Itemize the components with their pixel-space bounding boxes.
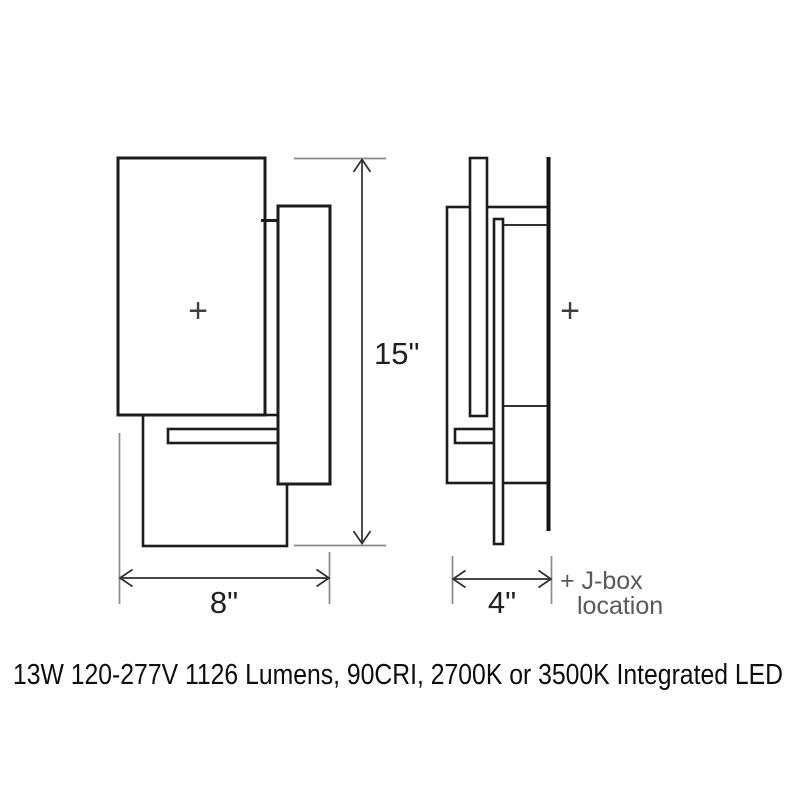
side-view: +: [445, 156, 580, 546]
arrow-left-icon: [118, 568, 133, 588]
arrow-right-icon: [538, 569, 553, 589]
side-accent-bar: [453, 427, 498, 445]
front-view: +: [116, 156, 332, 548]
spec-text: 13W 120-277V 1126 Lumens, 90CRI, 2700K o…: [13, 659, 783, 691]
height-dimension-label: 15": [374, 336, 420, 371]
width-dimension-label: 8": [210, 585, 238, 620]
arrow-down-icon: [352, 530, 372, 546]
front-shade-plate: [116, 156, 267, 417]
jbox-marker-side-icon: +: [560, 292, 580, 330]
side-diffuser-panel: [501, 224, 549, 407]
jbox-label-line1: + J-box: [560, 567, 643, 595]
dimension-height: 15": [294, 157, 420, 547]
depth-dimension-label: 4": [488, 585, 516, 620]
jbox-annotation: + J-box location: [560, 567, 663, 620]
jbox-label-line2: location: [577, 592, 663, 620]
jbox-marker-front-icon: +: [188, 292, 208, 330]
dimension-depth: 4": [451, 556, 553, 620]
arrow-right-icon: [316, 568, 331, 588]
dimension-width: 8": [118, 433, 331, 620]
side-inner-stem: [492, 217, 505, 546]
arrow-up-icon: [352, 157, 372, 173]
side-shade-edge: [468, 156, 489, 418]
arrow-left-icon: [451, 569, 466, 589]
front-right-panel: [276, 204, 332, 486]
front-accent-bar: [166, 427, 280, 445]
